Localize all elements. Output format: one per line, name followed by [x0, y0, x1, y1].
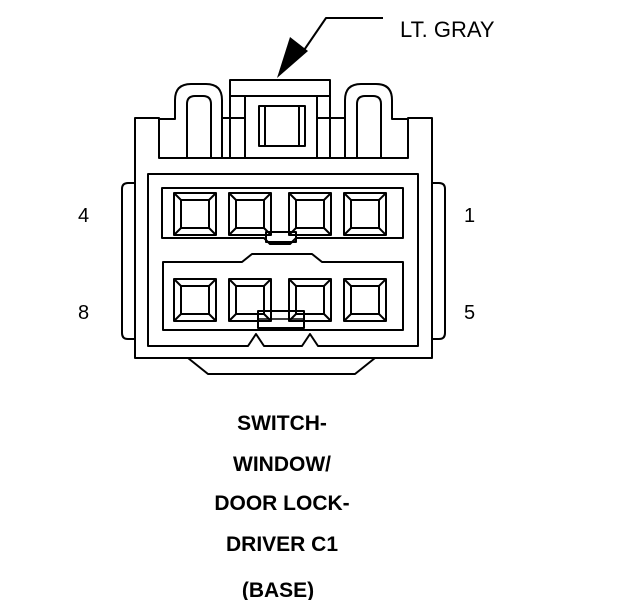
connector-housing [134, 117, 433, 359]
terminal-cavity [228, 192, 272, 236]
connector-face [147, 173, 419, 347]
callout-arrowhead [277, 37, 308, 78]
terminal-cavity [343, 278, 387, 322]
pin-label-4: 4 [78, 205, 89, 227]
callout-leader-line [299, 17, 383, 57]
terminal-cavity [288, 278, 332, 322]
pin-label-1: 1 [464, 205, 475, 227]
lower-row-terminals [173, 278, 387, 322]
lower-cavity-frame [162, 253, 404, 331]
color-callout-label: LT. GRAY [400, 17, 495, 42]
upper-row-terminals [173, 192, 387, 236]
terminal-cavity [173, 278, 217, 322]
right-side-rail [432, 182, 446, 340]
caption-line-3: DOOR LOCK- [214, 492, 349, 515]
caption-line-4: DRIVER C1 [226, 533, 338, 556]
upper-cavity-frame [161, 187, 404, 245]
terminal-cavity [343, 192, 387, 236]
terminal-cavity [173, 192, 217, 236]
connector-latch [158, 79, 409, 159]
caption-line-1: SWITCH- [237, 412, 327, 435]
connector-foot [187, 357, 376, 375]
caption-line-5: (BASE) [242, 579, 314, 600]
terminal-cavity [228, 278, 272, 322]
pin-label-5: 5 [464, 302, 475, 324]
caption-line-2: WINDOW/ [233, 453, 331, 476]
pin-label-8: 8 [78, 302, 89, 324]
left-side-rail [121, 182, 135, 340]
upper-key [265, 231, 297, 243]
terminal-cavity [288, 192, 332, 236]
